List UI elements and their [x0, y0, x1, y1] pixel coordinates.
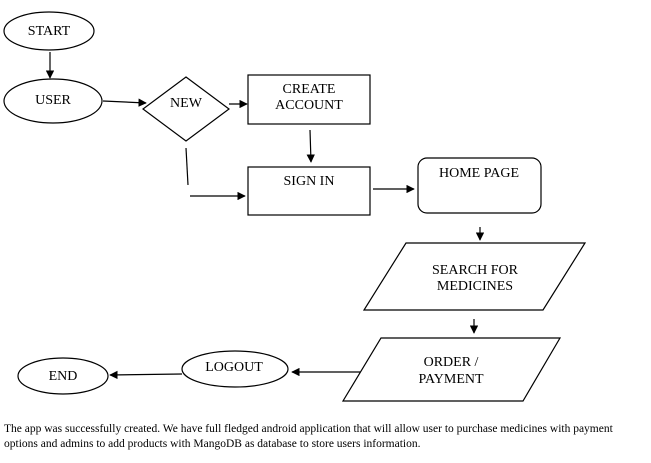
node-search-medicines: SEARCH FOR MEDICINES	[362, 242, 587, 311]
node-search-line-2: MEDICINES	[437, 279, 513, 294]
node-end-label: END	[49, 369, 78, 384]
node-home-page-label: HOME PAGE	[439, 166, 519, 181]
node-order-payment: ORDER / PAYMENT	[341, 337, 562, 402]
node-start: START	[3, 11, 95, 51]
node-sign-in-label: SIGN IN	[284, 174, 335, 189]
caption-paragraph: The app was successfully created. We hav…	[4, 423, 613, 450]
node-create-account: CREATE ACCOUNT	[247, 74, 371, 125]
node-search-line-1: SEARCH FOR	[432, 263, 519, 278]
edge-user-to-new	[102, 98, 147, 107]
node-logout-label: LOGOUT	[205, 360, 263, 375]
node-new-label: NEW	[170, 96, 203, 111]
node-create-account-line-2: ACCOUNT	[275, 98, 343, 113]
node-logout: LOGOUT	[181, 350, 289, 388]
node-start-label: START	[28, 24, 71, 39]
node-user: USER	[3, 78, 103, 124]
edge-new-down	[185, 147, 189, 186]
edge-create-account-to-sign-in	[306, 129, 315, 163]
node-sign-in: SIGN IN	[247, 166, 371, 216]
node-order-line-2: PAYMENT	[418, 372, 484, 387]
node-create-account-line-1: CREATE	[283, 82, 336, 97]
node-end: END	[17, 357, 109, 395]
node-home-page: HOME PAGE	[417, 157, 542, 214]
node-order-line-1: ORDER /	[424, 355, 479, 370]
edges	[45, 52, 485, 380]
node-new: NEW	[141, 76, 231, 142]
edge-logout-to-end	[109, 370, 183, 380]
node-user-label: USER	[35, 93, 71, 108]
